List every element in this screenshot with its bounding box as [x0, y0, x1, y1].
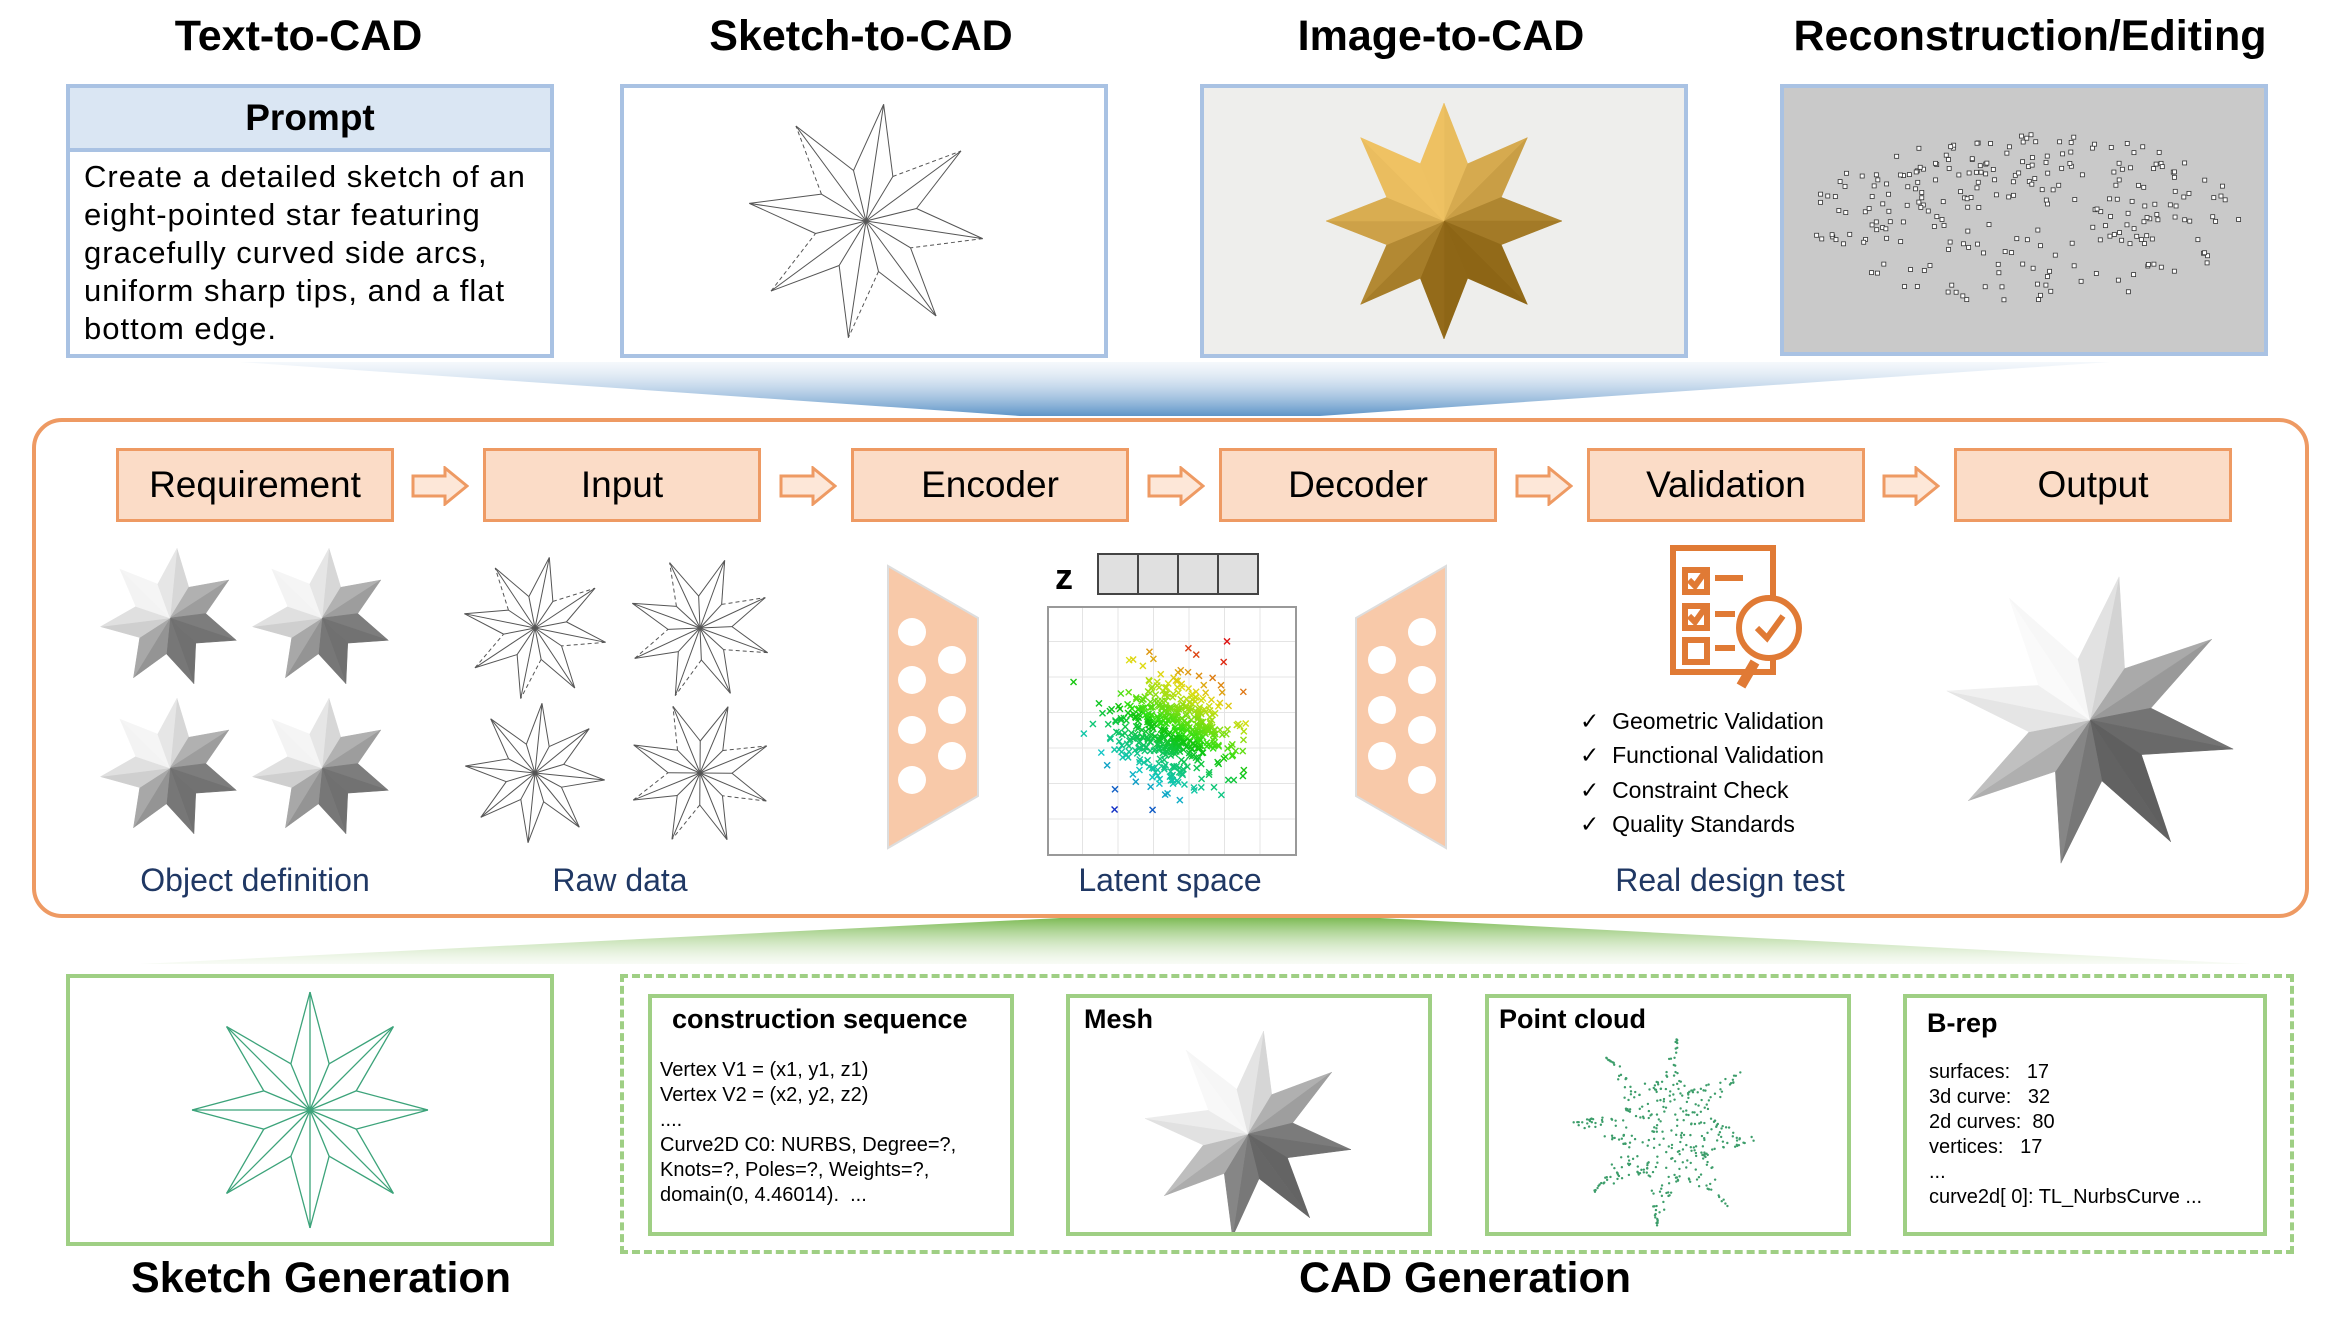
sketch-input-box [620, 84, 1108, 358]
decoder-network-icon [1355, 564, 1447, 850]
raw-data-sketches [464, 557, 768, 843]
title-sketch-to-cad: Sketch-to-CAD [709, 12, 1013, 60]
check-mark-icon: ✓ [1580, 742, 1600, 768]
construction-line: domain(0, 4.46014). ... [660, 1184, 867, 1206]
caption-latent-space: Latent space [1078, 862, 1262, 898]
image-input-box [1200, 84, 1688, 358]
latent-vector-icon [1097, 553, 1259, 595]
mesh-star [1145, 1031, 1351, 1232]
check-geometric: ✓ Geometric Validation [1580, 708, 1824, 735]
construction-line: Curve2D C0: NURBS, Degree=?, [660, 1134, 957, 1156]
arrow-right-icon [1147, 466, 1205, 506]
construction-line: Vertex V2 = (x2, y2, z2) [660, 1084, 869, 1106]
label-cad-generation: CAD Generation [1298, 1254, 1632, 1302]
construction-line: Vertex V1 = (x1, y1, z1) [660, 1059, 869, 1081]
construction-sequence-card: construction sequence Vertex V1 = (x1, y… [648, 994, 1014, 1236]
caption-real-design-test: Real design test [1615, 862, 1845, 898]
check-label: Quality Standards [1612, 811, 1795, 837]
brep-line: 2d curves: 80 [1929, 1111, 2055, 1133]
prompt-box: Prompt Create a detailed sketch of an ei… [66, 84, 554, 358]
step-requirement: Requirement [116, 448, 394, 522]
title-image-to-cad: Image-to-CAD [1297, 12, 1585, 60]
step-encoder: Encoder [851, 448, 1129, 522]
blue-funnel [240, 362, 2110, 416]
gold-star-image [1325, 102, 1563, 340]
arrow-right-icon [779, 466, 837, 506]
construction-title: construction sequence [672, 1004, 968, 1034]
construction-line: Knots=?, Poles=?, Weights=?, [660, 1159, 930, 1181]
brep-line: surfaces: 17 [1929, 1061, 2050, 1083]
check-label: Constraint Check [1612, 777, 1789, 803]
cad-generation-container [620, 974, 2294, 1254]
check-mark-icon: ✓ [1580, 777, 1600, 803]
point-cloud-card: Point cloud [1485, 994, 1851, 1236]
caption-raw-data: Raw data [552, 862, 688, 898]
generated-sketch-star [191, 991, 429, 1229]
prompt-text: Create a detailed sketch of an eight-poi… [84, 159, 526, 346]
step-validation: Validation [1587, 448, 1865, 522]
latent-z-label: z [1055, 556, 1073, 597]
validation-checklist-icon [1670, 545, 1802, 689]
step-decoder: Decoder [1219, 448, 1497, 522]
sketch-generation-box [66, 974, 554, 1246]
check-functional: ✓ Functional Validation [1580, 742, 1824, 769]
check-mark-icon: ✓ [1580, 811, 1600, 837]
prompt-header: Prompt [70, 88, 550, 152]
check-constraint: ✓ Constraint Check [1580, 777, 1788, 804]
output-3d-star [1946, 576, 2234, 864]
label-sketch-generation: Sketch Generation [131, 1254, 511, 1302]
arrow-right-icon [1515, 466, 1573, 506]
object-definition-stars [100, 548, 389, 834]
brep-line: curve2d[ 0]: TL_NurbsCurve ... [1929, 1186, 2203, 1208]
point-cloud-star [1572, 1038, 1755, 1227]
brep-title: B-rep [1927, 1008, 1998, 1038]
title-reconstruction-editing: Reconstruction/Editing [1793, 12, 2267, 60]
check-label: Geometric Validation [1612, 708, 1824, 734]
sketch-star-image [749, 104, 983, 338]
mesh-card: Mesh [1066, 994, 1432, 1236]
brep-line: 3d curve: 32 [1929, 1086, 2051, 1108]
reconstruction-input-box [1780, 84, 2268, 356]
brep-card: B-rep surfaces: 17 3d curve: 32 2d curve… [1903, 994, 2267, 1236]
point-cloud-title: Point cloud [1499, 1004, 1646, 1034]
mesh-title: Mesh [1084, 1004, 1154, 1034]
step-input: Input [483, 448, 761, 522]
caption-object-definition: Object definition [140, 862, 370, 898]
green-funnel [140, 918, 2250, 964]
construction-line: .... [660, 1109, 683, 1131]
brep-line: vertices: 17 [1929, 1136, 2043, 1158]
arrow-right-icon [1882, 466, 1940, 506]
step-output: Output [1954, 448, 2232, 522]
arrow-right-icon [411, 466, 469, 506]
brep-line: ... [1929, 1161, 1946, 1183]
reconstruction-point-cloud [1814, 132, 2242, 303]
encoder-network-icon [887, 564, 979, 850]
title-text-to-cad: Text-to-CAD [174, 12, 423, 60]
check-mark-icon: ✓ [1580, 708, 1600, 734]
check-label: Functional Validation [1612, 742, 1824, 768]
latent-space-scatter [1047, 606, 1297, 856]
check-quality: ✓ Quality Standards [1580, 811, 1795, 838]
